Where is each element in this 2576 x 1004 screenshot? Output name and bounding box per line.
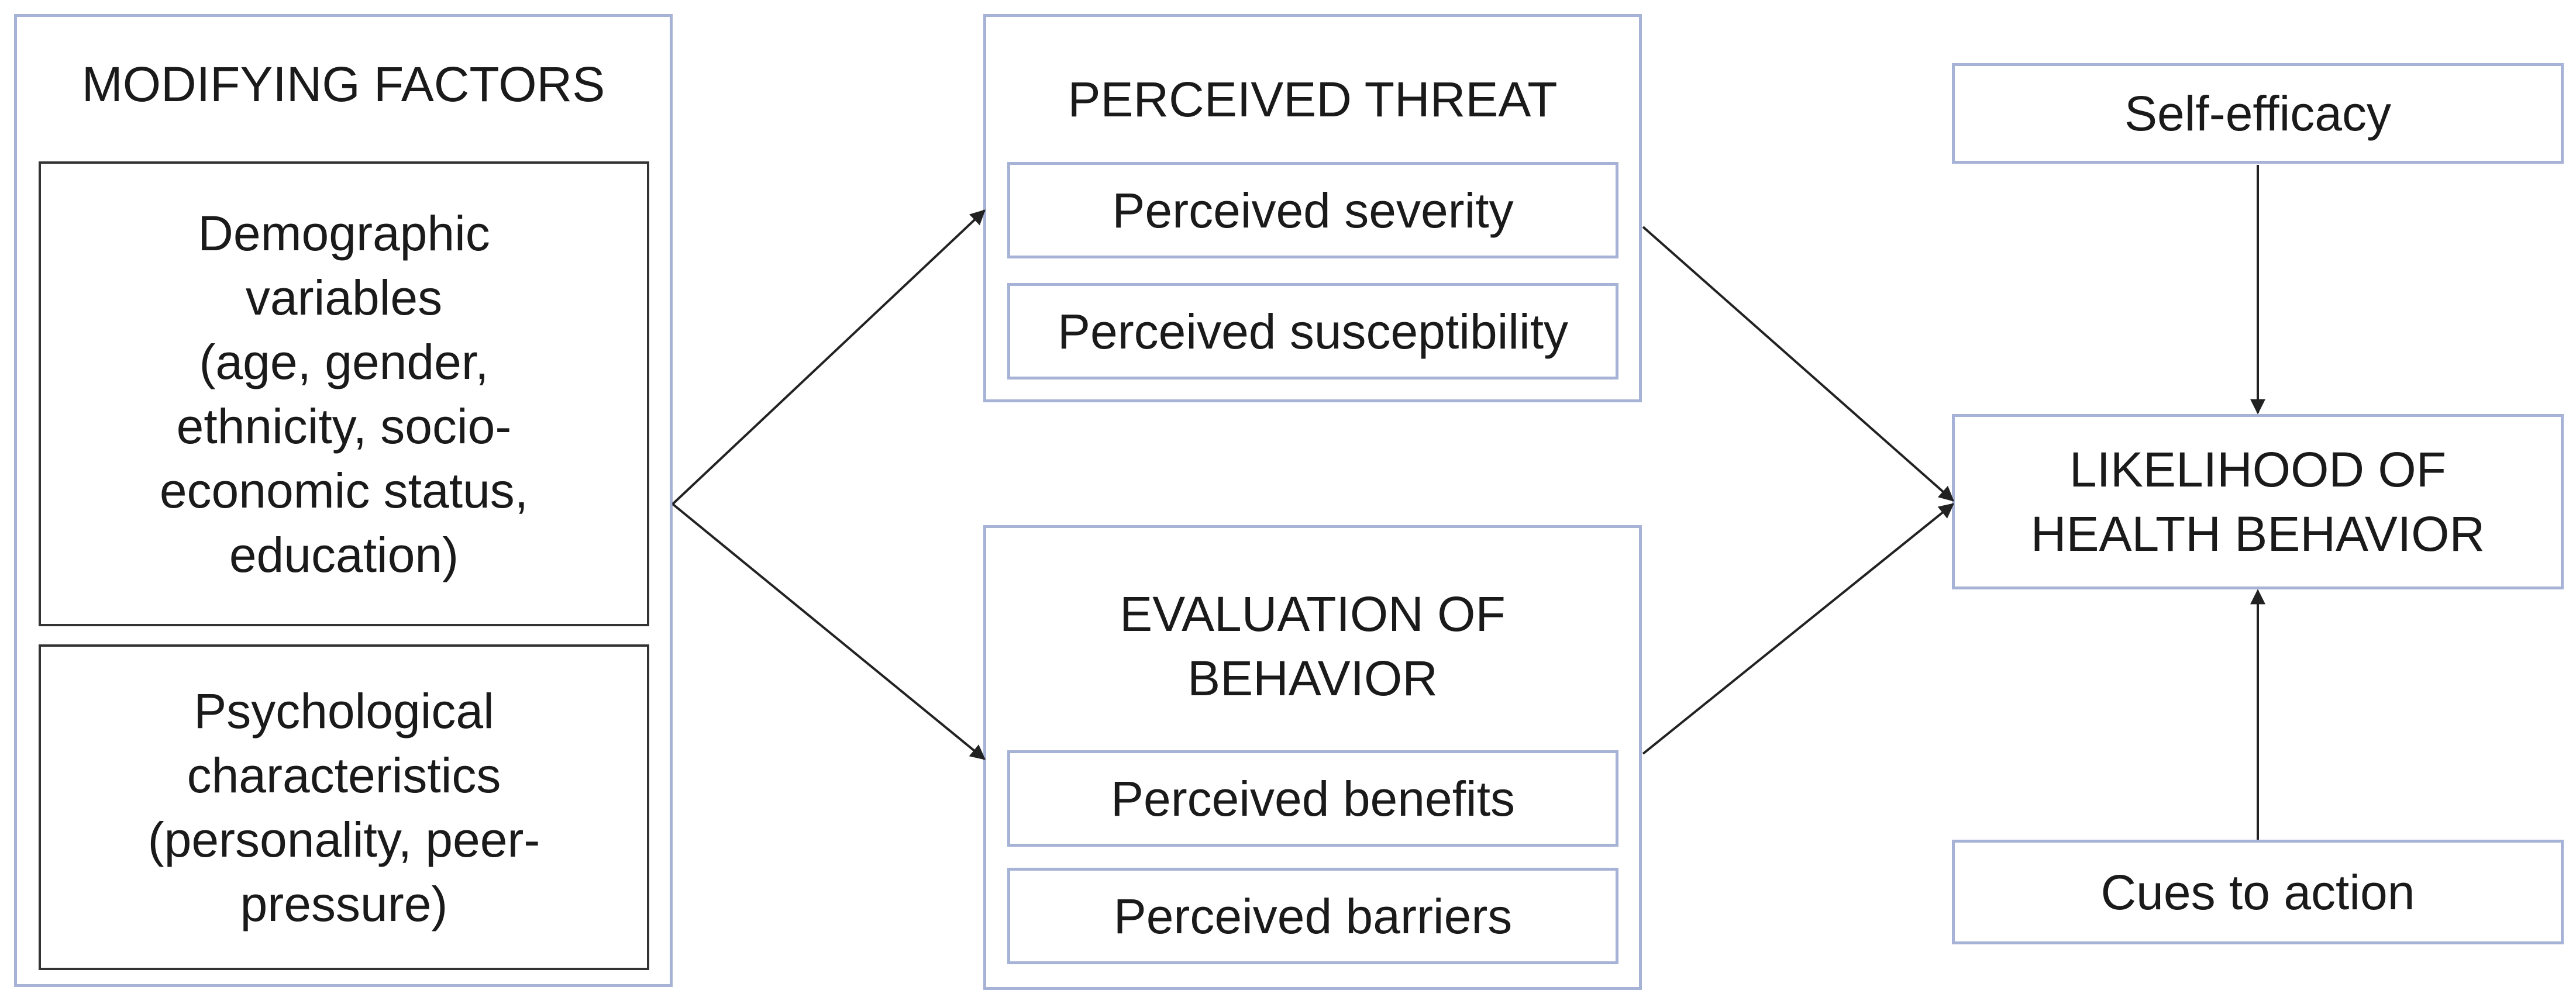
self-efficacy-box: Self-efficacy: [1952, 63, 2564, 164]
demographic-variables-label: Demographic variables (age, gender, ethn…: [159, 205, 529, 582]
perceived-severity-box: Perceived severity: [1007, 162, 1618, 258]
perceived-susceptibility-box: Perceived susceptibility: [1007, 283, 1618, 379]
cues-to-action-label: Cues to action: [2100, 864, 2415, 920]
perceived-benefits-label: Perceived benefits: [1110, 771, 1516, 826]
demographic-variables-box: Demographic variables (age, gender, ethn…: [39, 161, 649, 626]
likelihood-of-health-behavior-label: LIKELIHOOD OF HEALTH BEHAVIOR: [2030, 442, 2485, 561]
perceived-susceptibility-label: Perceived susceptibility: [1057, 303, 1569, 359]
perceived-benefits-box: Perceived benefits: [1007, 750, 1618, 847]
perceived-threat-panel: PERCEIVED THREAT: [983, 14, 1642, 402]
psychological-characteristics-label: Psychological characteristics (personali…: [147, 683, 540, 931]
perceived-barriers-box: Perceived barriers: [1007, 868, 1618, 964]
perceived-threat-title: PERCEIVED THREAT: [1067, 72, 1558, 127]
arrow-evaluation-to-likelihood: [1642, 503, 1955, 755]
psychological-characteristics-box: Psychological characteristics (personali…: [39, 644, 649, 970]
perceived-severity-label: Perceived severity: [1112, 182, 1514, 238]
arrow-modifying-to-threat: [671, 209, 986, 505]
cues-to-action-box: Cues to action: [1952, 840, 2564, 944]
arrow-modifying-to-evaluation: [671, 503, 986, 760]
evaluation-of-behavior-title: EVALUATION OF BEHAVIOR: [1120, 586, 1506, 706]
modifying-factors-panel: MODIFYING FACTORS: [14, 14, 673, 987]
modifying-factors-title: MODIFYING FACTORS: [81, 57, 605, 112]
perceived-barriers-label: Perceived barriers: [1113, 888, 1513, 944]
likelihood-of-health-behavior-box: LIKELIHOOD OF HEALTH BEHAVIOR: [1952, 414, 2564, 589]
self-efficacy-label: Self-efficacy: [2124, 86, 2391, 141]
arrow-threat-to-likelihood: [1642, 226, 1954, 502]
evaluation-of-behavior-panel: EVALUATION OF BEHAVIOR: [983, 525, 1642, 990]
